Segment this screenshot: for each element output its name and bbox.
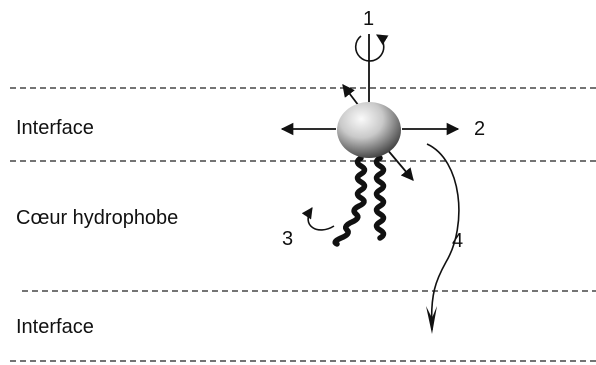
hydrophobic-core-label: Cœur hydrophobe [16, 207, 179, 229]
interface-bottom-label: Interface [16, 316, 94, 338]
lipid-tail-right [373, 155, 387, 241]
motion-1-label: 1 [363, 8, 375, 30]
flip-flop-arrowhead [426, 306, 437, 334]
flip-flop-arrow [426, 143, 460, 331]
chain-flex-arrow [301, 207, 335, 231]
motion-3-label: 3 [282, 228, 294, 250]
lipid-tail-left [332, 155, 368, 247]
lipid-head [337, 102, 401, 158]
tilt-arrow-down [385, 147, 414, 181]
motion-4-label: 4 [452, 230, 464, 252]
rotation-circle-arrow [354, 34, 389, 62]
motion-2-label: 2 [474, 118, 486, 140]
interface-top-label: Interface [16, 117, 94, 139]
